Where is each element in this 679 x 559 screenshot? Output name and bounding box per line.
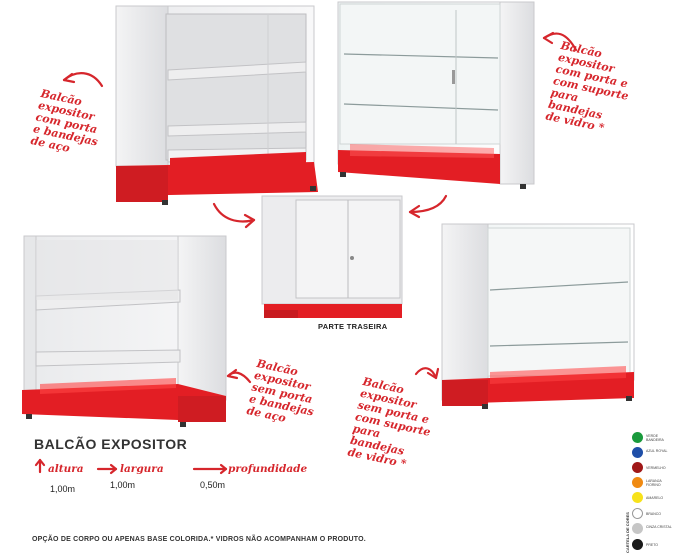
color-swatch-blue: [632, 447, 643, 458]
color-swatch-white: [632, 508, 643, 519]
dimension-label-depth: profundidade: [228, 463, 308, 475]
color-swatch-black: [632, 539, 643, 550]
dimension-label-height: altura: [48, 463, 84, 475]
color-label-blue: AZUL ROYAL: [646, 449, 668, 453]
color-swatch-yellow: [632, 492, 643, 503]
color-swatch-orange: [632, 477, 643, 488]
color-label-yellow: AMARELO: [646, 496, 664, 500]
color-label-grey: CINZA CRISTAL: [646, 525, 672, 529]
color-label-white: BRANCO: [646, 512, 661, 516]
color-label-black: PRETO: [646, 543, 658, 547]
counter-no-door-glass-shelves: [441, 223, 635, 409]
counter-door-glass-shelves: [337, 1, 535, 189]
counter-no-door-steel-trays: [22, 235, 227, 427]
annotation-arrows: [34, 31, 578, 475]
color-swatch-green: [632, 432, 643, 443]
back-view-caption: PARTE TRASEIRA: [318, 322, 388, 331]
dimension-value-width: 1,00m: [110, 480, 136, 490]
dimension-label-width: largura: [120, 463, 164, 475]
color-swatch-red: [632, 462, 643, 473]
footnote: OPÇÃO DE CORPO OU APENAS BASE COLORIDA.*…: [32, 536, 366, 543]
counter-door-steel-trays: [115, 5, 318, 205]
color-label-green: VERDE BANDEIRA: [646, 434, 664, 442]
product-title: BALCÃO EXPOSITOR: [34, 436, 188, 452]
color-label-red: VERMELHO: [646, 466, 666, 470]
color-swatch-grey: [632, 523, 643, 534]
color-legend-title: CARTELA DE CORES: [625, 512, 630, 553]
dimension-value-height: 1,00m: [50, 484, 76, 494]
dimension-value-depth: 0,50m: [200, 480, 226, 490]
color-label-orange: LARANJA FIORINO: [646, 479, 662, 487]
counter-back-view: [261, 195, 403, 318]
